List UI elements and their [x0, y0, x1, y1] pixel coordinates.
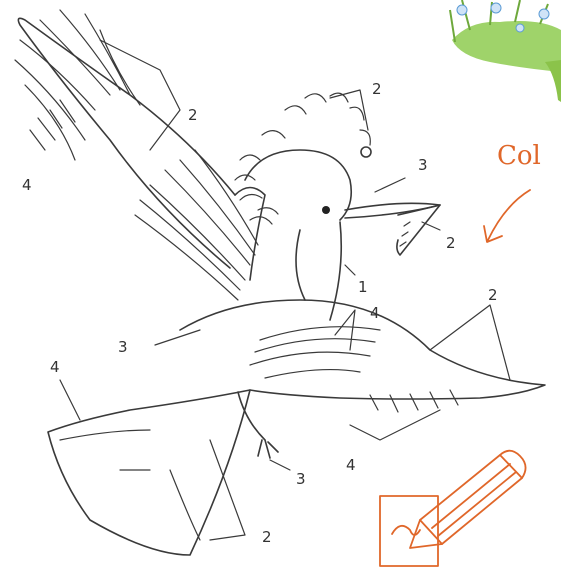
grass-illustration: [450, 0, 561, 102]
label-right-wing-bottom: 4: [346, 456, 356, 474]
label-worm: 2: [446, 234, 456, 252]
label-foot: 3: [296, 470, 306, 488]
label-wing-left-tip: 4: [22, 176, 32, 194]
label-neck: 1: [358, 278, 368, 296]
curved-arrow-icon: [484, 190, 530, 242]
label-tail-top: 4: [50, 358, 60, 376]
label-tail-bottom: 2: [262, 528, 272, 546]
page-heading: Col: [497, 141, 541, 171]
label-crest-top: 2: [372, 80, 382, 98]
hoopoe-bird-drawing: [15, 10, 545, 555]
pencil-icon: [380, 451, 526, 566]
label-right-wing-top: 2: [488, 286, 498, 304]
label-body-center: 4: [370, 304, 380, 322]
label-beak: 3: [418, 156, 428, 174]
label-wing-left-upper: 2: [188, 106, 198, 124]
label-body-left: 3: [118, 338, 128, 356]
